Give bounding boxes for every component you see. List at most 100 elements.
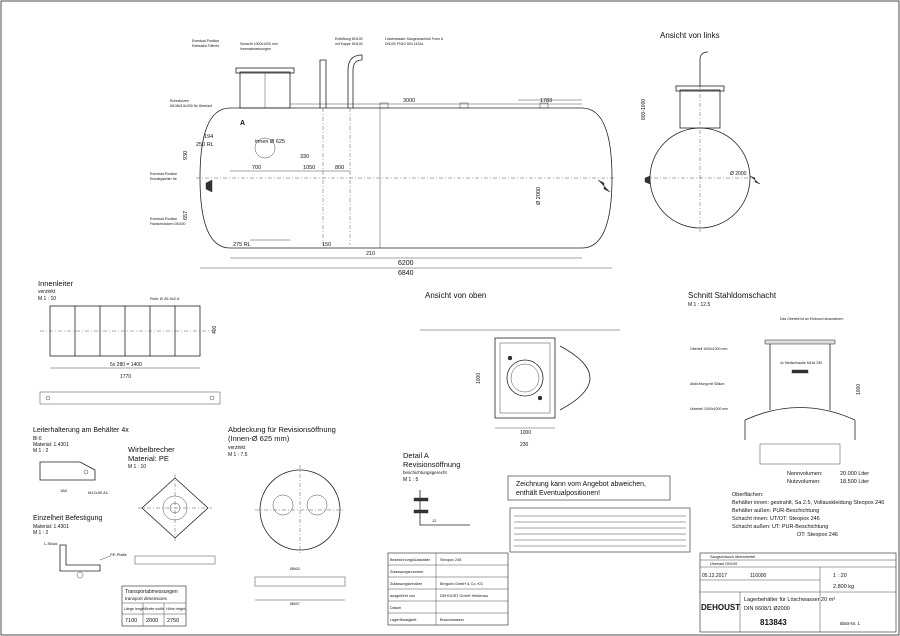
dim-1050: 1050 <box>303 165 315 171</box>
vol-nominal-label: Nennvolumen: <box>787 471 823 477</box>
dim-250: 250 RL <box>196 142 214 148</box>
offer-note-line1: Zeichnung kann vom Angebot abweichen, <box>516 481 646 488</box>
title-block: Saugschlauch überarbeitet Überlauf DN100… <box>699 552 897 633</box>
surface-line-1: Behälter innen: gestrahlt, Sa 2.5, Volla… <box>732 500 884 506</box>
vol-nominal: 20.000 Liter <box>840 471 869 477</box>
inner-ladder-finish: verzinkt <box>38 289 56 295</box>
ladder-bracket-scale: M 1 : 2 <box>33 448 49 454</box>
left-view-title: Ansicht von links <box>660 31 720 40</box>
svg-text:L-Stück: L-Stück <box>44 541 58 546</box>
left-view-pipe <box>699 51 709 86</box>
manhole-opening <box>254 137 276 159</box>
project-row-label-3: Zulassungsinhaber <box>390 582 423 586</box>
transport-header-length: Länge length <box>124 607 145 611</box>
dim-800: 800 <box>335 165 344 171</box>
dim-150: 150 <box>322 242 331 248</box>
project-row-label-1: Bezeichnung/Ausstatter <box>390 558 431 562</box>
dim-657: 657 <box>183 211 189 220</box>
drawing-weight: 2.800 kg <box>833 584 854 590</box>
svg-text:mit Kappe DN100: mit Kappe DN100 <box>335 42 363 46</box>
project-table: Bezeichnung/Ausstatter Zulassungsnummer … <box>387 552 509 626</box>
single-mount-detail: Einzelheit Befestigung Material: 1.4301 … <box>33 515 128 579</box>
svg-text:Flanschstutzen DN150: Flanschstutzen DN150 <box>150 222 185 226</box>
surface-line-5: OT: Steopox 246 <box>797 532 838 538</box>
drawing-date: 05.12.2017 <box>702 573 727 579</box>
svg-text:Ø663: Ø663 <box>290 566 301 571</box>
project-row-value-6: Brauchwasser <box>440 618 465 622</box>
project-row-label-5: Datum <box>390 606 401 610</box>
lifting-lug-right <box>597 179 611 193</box>
svg-text:Schacht 1000x1000 mm: Schacht 1000x1000 mm <box>240 42 278 46</box>
svg-text:800-1000: 800-1000 <box>641 99 647 120</box>
steel-dome-section: Schnitt Stahldomschacht M 1 : 12.5 1000 … <box>688 291 862 465</box>
transport-header-height: Höhe height <box>166 607 185 611</box>
ladder-dim-1770: 1770 <box>120 374 131 380</box>
main-side-view: 6200 6840 3000 1783 700 1050 800 330 210… <box>150 37 616 277</box>
steel-dome-title: Schnitt Stahldomschacht <box>688 291 777 300</box>
top-view-manhole <box>506 359 544 397</box>
top-view-dim-1000: 1000 <box>520 430 531 436</box>
transport-width: 2000 <box>146 618 158 624</box>
vortex-title1: Wirbelbrecher <box>128 445 175 454</box>
single-mount-title: Einzelheit Befestigung <box>33 515 102 522</box>
svg-text:Einstiegsleiter für: Einstiegsleiter für <box>150 177 178 181</box>
dim-diameter-2000: Ø 2000 <box>536 187 542 205</box>
project-row-value-4: DEHOUST GmbH Heidenau <box>440 594 488 598</box>
detail-scale: M 1 : 5 <box>403 477 419 483</box>
surface-line-4: Schacht außen: UT: PUR-Beschichtung <box>732 524 828 530</box>
dim-cyl-length: 6200 <box>398 260 414 267</box>
svg-text:DN100 PN10 DIN 14244: DN100 PN10 DIN 14244 <box>385 42 423 46</box>
transport-table: Transportabmessungen transport dimension… <box>121 585 187 627</box>
suction-pipe <box>347 54 363 108</box>
vol-usable-label: Nutzvolumen: <box>787 479 821 485</box>
detail-a: Detail A Revisionsöffnung beschichtungsg… <box>403 451 470 526</box>
notes-box <box>509 507 691 553</box>
surface-line-2: Behälter außen: PUR-Beschichtung <box>732 508 819 514</box>
transport-header-width: Breite width <box>145 607 164 611</box>
svg-text:1000: 1000 <box>856 384 862 395</box>
drawing-norm: DIN 6608/1 Ø2000 <box>744 606 790 612</box>
svg-text:188: 188 <box>60 488 67 493</box>
transport-title: Transportabmessungen <box>125 589 178 595</box>
drawing-scale: 1 : 20 <box>833 573 847 579</box>
project-row-label-4: ausgeführt von <box>390 594 415 598</box>
inner-ladder-scale: M 1 : 10 <box>38 296 56 302</box>
svg-text:Edelstahl-Füllrohr: Edelstahl-Füllrohr <box>192 44 220 48</box>
ladder-bracket-detail: Leiterhalterung am Behälter 4x Bl 6 Mate… <box>33 427 129 495</box>
dim-275: 275 RL <box>233 242 251 248</box>
bracket-profile <box>39 461 96 481</box>
dim-210: 210 <box>366 251 375 257</box>
dim-1783: 1783 <box>540 98 552 104</box>
vortex-scale: M 1 : 10 <box>128 464 146 470</box>
detail-a-flange <box>419 490 470 526</box>
detail-subtitle: beschichtungsgerecht <box>403 470 448 475</box>
dim-700: 700 <box>252 165 261 171</box>
notes-area: Zeichnung kann vom Angebot abweichen, en… <box>507 471 884 553</box>
svg-text:Das Oberteil ist an Einbruch a: Das Oberteil ist an Einbruch abzusichern <box>780 317 843 321</box>
svg-text:4x Stellschraube M16x 250: 4x Stellschraube M16x 250 <box>780 361 822 365</box>
order-number: 116000 <box>750 573 767 579</box>
svg-text:Eventual-Position: Eventual-Position <box>150 217 177 221</box>
vent-pipe <box>319 59 327 108</box>
svg-text:Ø108x3.6x250 für Überlauf: Ø108x3.6x250 für Überlauf <box>170 104 212 108</box>
surface-title: Oberflächen: <box>732 492 764 498</box>
sheet-number: Blatt-Nr. 1 <box>840 621 861 626</box>
cover-finish: verzinkt <box>228 445 246 451</box>
svg-text:M12x30 A1: M12x30 A1 <box>88 490 109 495</box>
ladder-bracket-material: Bl 6 <box>33 436 42 442</box>
transport-subtitle: transport dimensions <box>125 596 168 601</box>
transport-height: 2750 <box>167 618 179 624</box>
inner-ladder-title: Innenleiter <box>38 279 74 288</box>
svg-text:1000: 1000 <box>476 373 482 384</box>
ladder-bracket-material2: Material: 1.4301 <box>33 442 69 448</box>
dome-section-cover <box>764 339 836 345</box>
cover-title2: (Innen-Ø 625 mm) <box>228 434 290 443</box>
single-mount-scale: M 1 : 2 <box>33 530 49 536</box>
project-row-label-2: Zulassungsnummer <box>390 570 424 574</box>
svg-text:Rohr Ø 26.9x2.6: Rohr Ø 26.9x2.6 <box>150 296 180 301</box>
revision-b: Überlauf DN100 <box>710 562 737 566</box>
detail-marker-a: A <box>240 120 245 127</box>
top-view: Ansicht von oben 1000 1000 230 <box>420 291 620 448</box>
